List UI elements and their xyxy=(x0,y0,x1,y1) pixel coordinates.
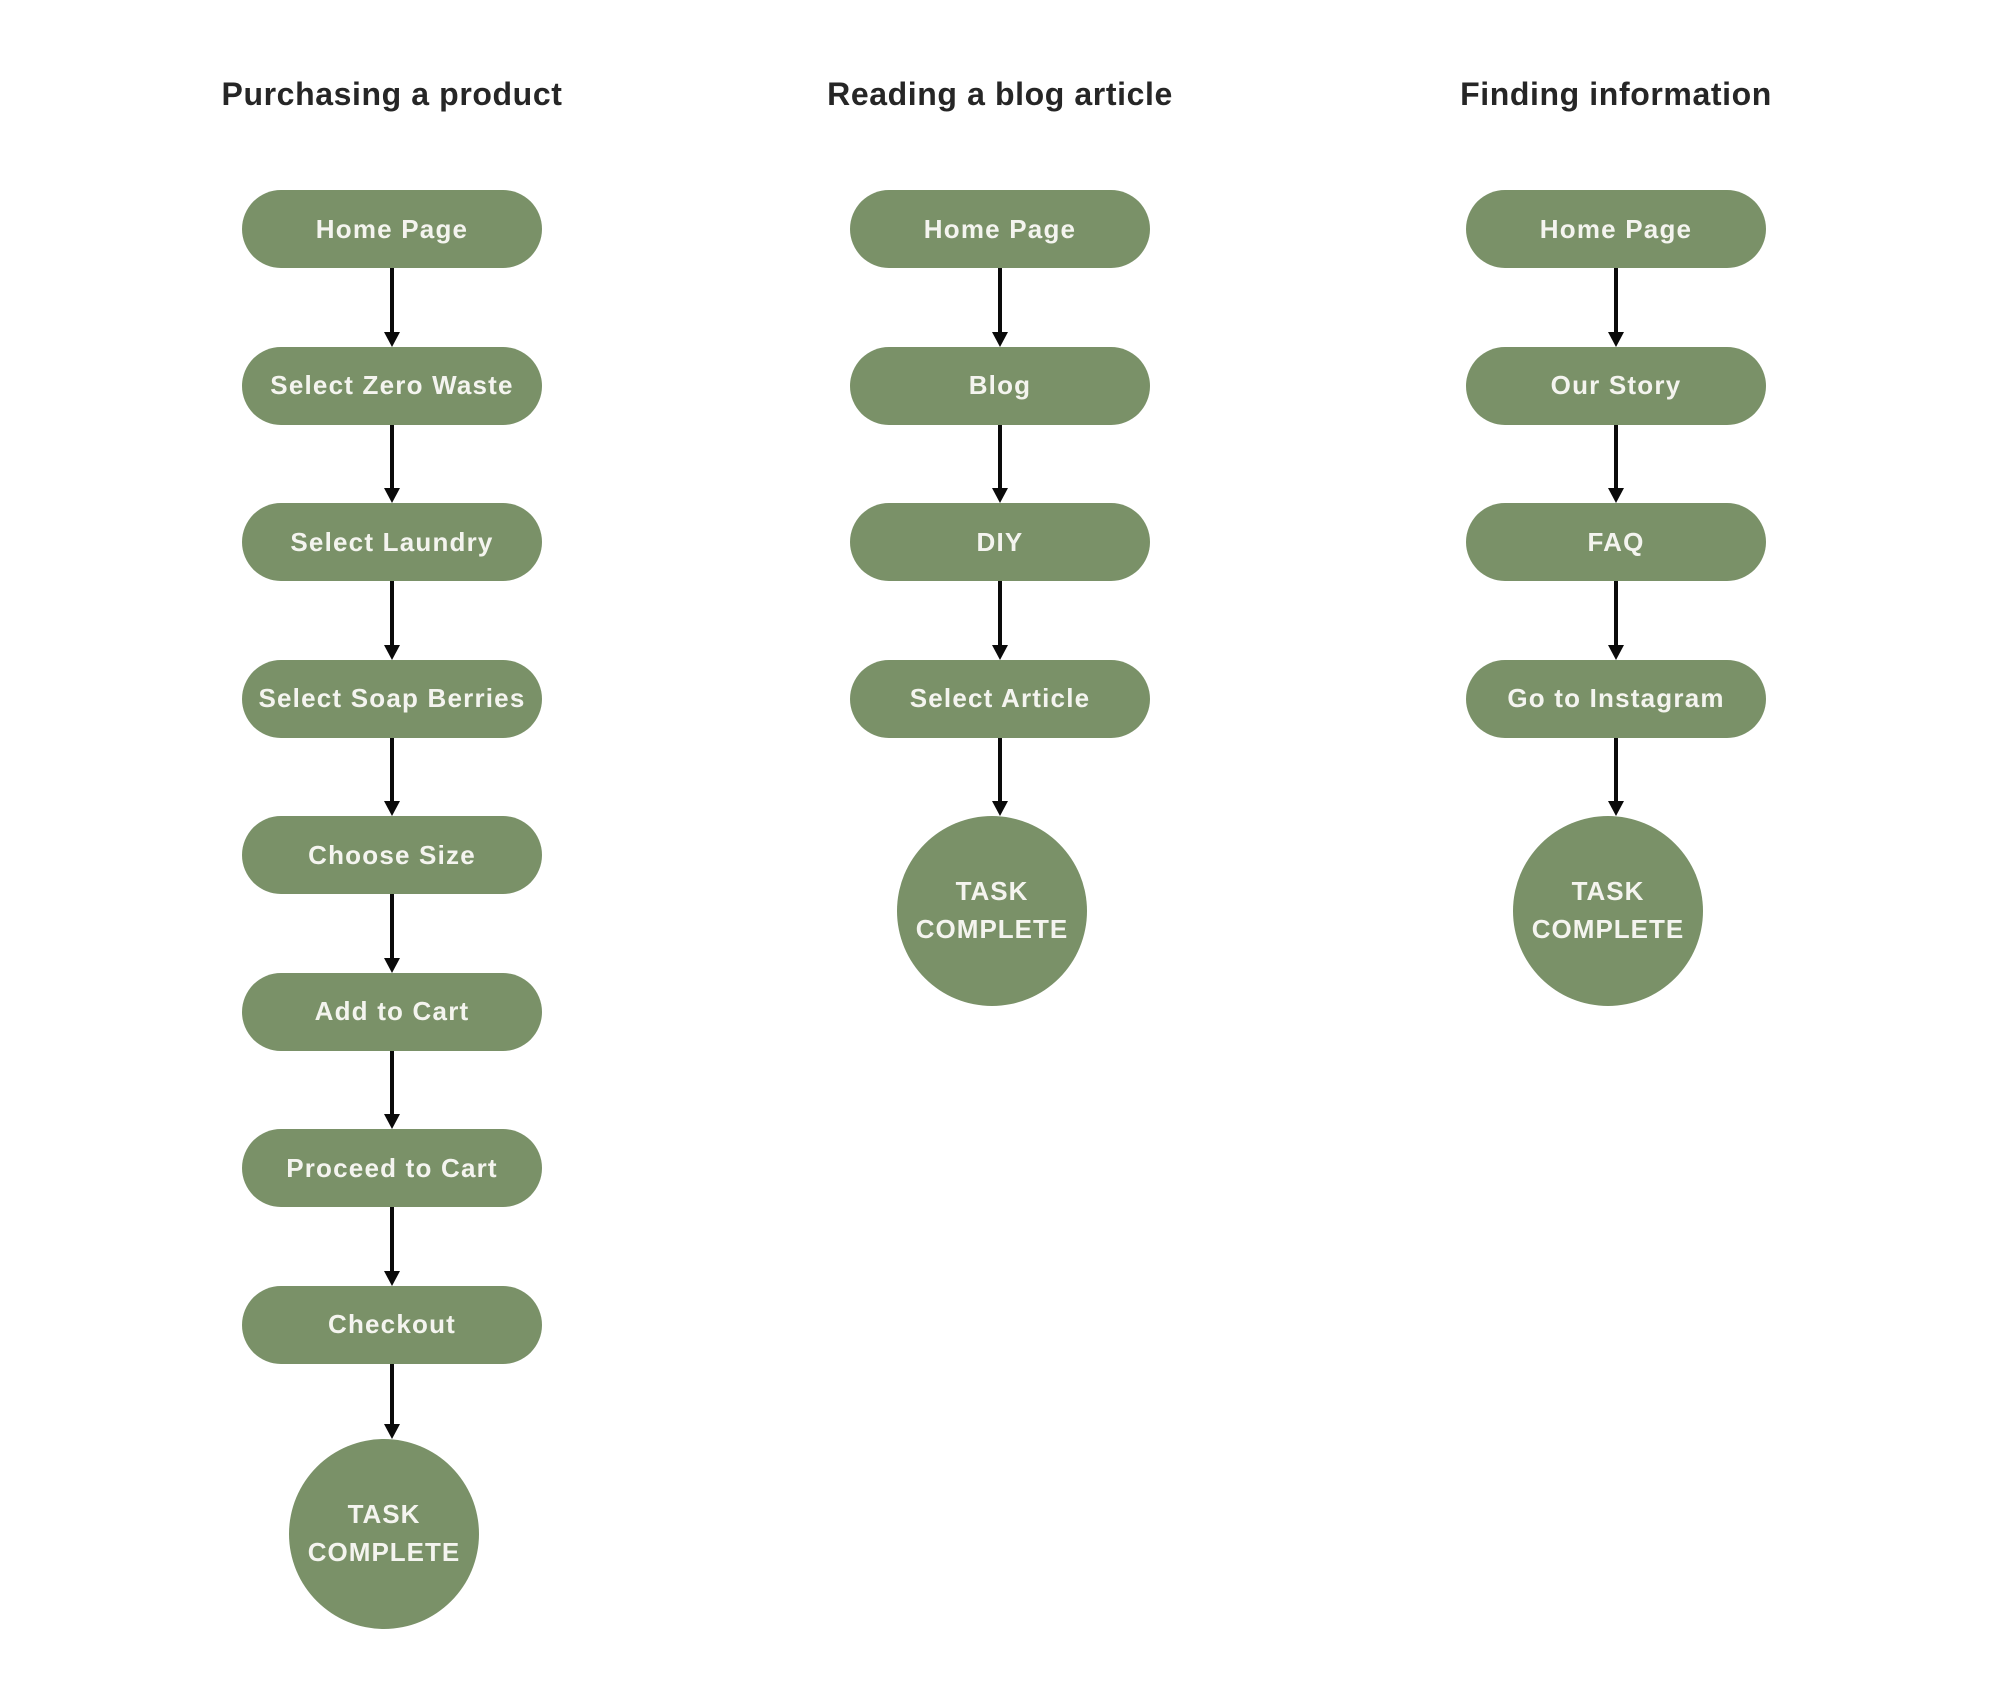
flow-step-node: DIY xyxy=(850,503,1150,581)
flow-step-node: FAQ xyxy=(1466,503,1766,581)
arrow-line xyxy=(998,268,1002,334)
arrow-head-icon xyxy=(992,488,1008,503)
arrow-head-icon xyxy=(384,1423,400,1439)
task-complete-node: TASK COMPLETE xyxy=(1513,816,1703,1006)
arrow-line xyxy=(1614,424,1618,490)
arrow-line xyxy=(390,581,394,647)
arrow-head-icon xyxy=(384,644,400,660)
arrow-head-icon xyxy=(384,488,400,503)
flow-step-node: Home Page xyxy=(242,190,542,268)
flow-step-node: Select Article xyxy=(850,659,1150,738)
arrow-head-icon xyxy=(992,801,1008,816)
flow-step-node: Home Page xyxy=(850,190,1150,268)
arrow-line xyxy=(998,737,1002,803)
flow-arrow-down xyxy=(850,424,1150,503)
flow-step-node: Choose Size xyxy=(242,816,542,894)
flow-step-node: Go to Instagram xyxy=(1466,659,1766,738)
flow-arrow-down xyxy=(242,268,542,347)
flow-step-node: Our Story xyxy=(1466,346,1766,425)
flow-step-node: Checkout xyxy=(242,1285,542,1364)
flow-step-node: Proceed to Cart xyxy=(242,1129,542,1207)
task-complete-node: TASK COMPLETE xyxy=(897,816,1087,1006)
arrow-line xyxy=(390,424,394,490)
flow-arrow-down xyxy=(242,894,542,973)
arrow-head-icon xyxy=(384,957,400,973)
flow-arrow-down xyxy=(850,268,1150,347)
flow-arrow-down xyxy=(850,581,1150,660)
arrow-head-icon xyxy=(384,801,400,816)
flow-step-node: Select Soap Berries xyxy=(242,659,542,738)
arrow-line xyxy=(390,1207,394,1273)
flow-step-node: Home Page xyxy=(1466,190,1766,268)
flow-arrow-down xyxy=(1466,581,1766,660)
flow-arrow-down xyxy=(242,424,542,503)
arrow-head-icon xyxy=(992,644,1008,660)
arrow-line xyxy=(1614,268,1618,334)
flow-column-reading-a-blog-article: Reading a blog article Home Page Blog DI… xyxy=(827,0,1172,1006)
flow-step-node: Blog xyxy=(850,346,1150,425)
flow-arrow-down xyxy=(242,1050,542,1129)
arrow-head-icon xyxy=(384,331,400,347)
flow-column-purchasing-a-product: Purchasing a product Home Page Select Ze… xyxy=(222,0,562,1629)
flow-arrow-down xyxy=(850,737,1150,816)
arrow-line xyxy=(998,424,1002,490)
flow-title: Finding information xyxy=(1460,76,1772,112)
flow-arrow-down xyxy=(242,1207,542,1286)
flow-step-node: Select Zero Waste xyxy=(242,346,542,425)
flow-title: Reading a blog article xyxy=(827,76,1173,112)
arrow-line xyxy=(390,894,394,960)
arrow-head-icon xyxy=(1608,331,1624,347)
flow-step-node: Select Laundry xyxy=(242,503,542,581)
arrow-head-icon xyxy=(384,1114,400,1129)
arrow-line xyxy=(390,268,394,334)
arrow-head-icon xyxy=(384,1270,400,1286)
flow-arrow-down xyxy=(1466,268,1766,347)
task-complete-node: TASK COMPLETE xyxy=(289,1438,479,1629)
arrow-head-icon xyxy=(992,331,1008,347)
flow-arrow-down xyxy=(242,581,542,660)
arrow-head-icon xyxy=(1608,801,1624,816)
flow-column-finding-information: Finding information Home Page Our Story … xyxy=(1460,0,1771,1006)
flow-arrow-down xyxy=(1466,737,1766,816)
arrow-line xyxy=(998,581,1002,647)
arrow-line xyxy=(1614,581,1618,647)
flow-arrow-down xyxy=(242,1363,542,1439)
flow-step-node: Add to Cart xyxy=(242,972,542,1051)
arrow-line xyxy=(390,1363,394,1426)
flow-arrow-down xyxy=(1466,424,1766,503)
flow-arrow-down xyxy=(242,737,542,816)
flow-title: Purchasing a product xyxy=(221,76,563,112)
arrow-head-icon xyxy=(1608,644,1624,660)
arrow-head-icon xyxy=(1608,488,1624,503)
arrow-line xyxy=(390,1050,394,1116)
arrow-line xyxy=(390,737,394,803)
arrow-line xyxy=(1614,737,1618,803)
